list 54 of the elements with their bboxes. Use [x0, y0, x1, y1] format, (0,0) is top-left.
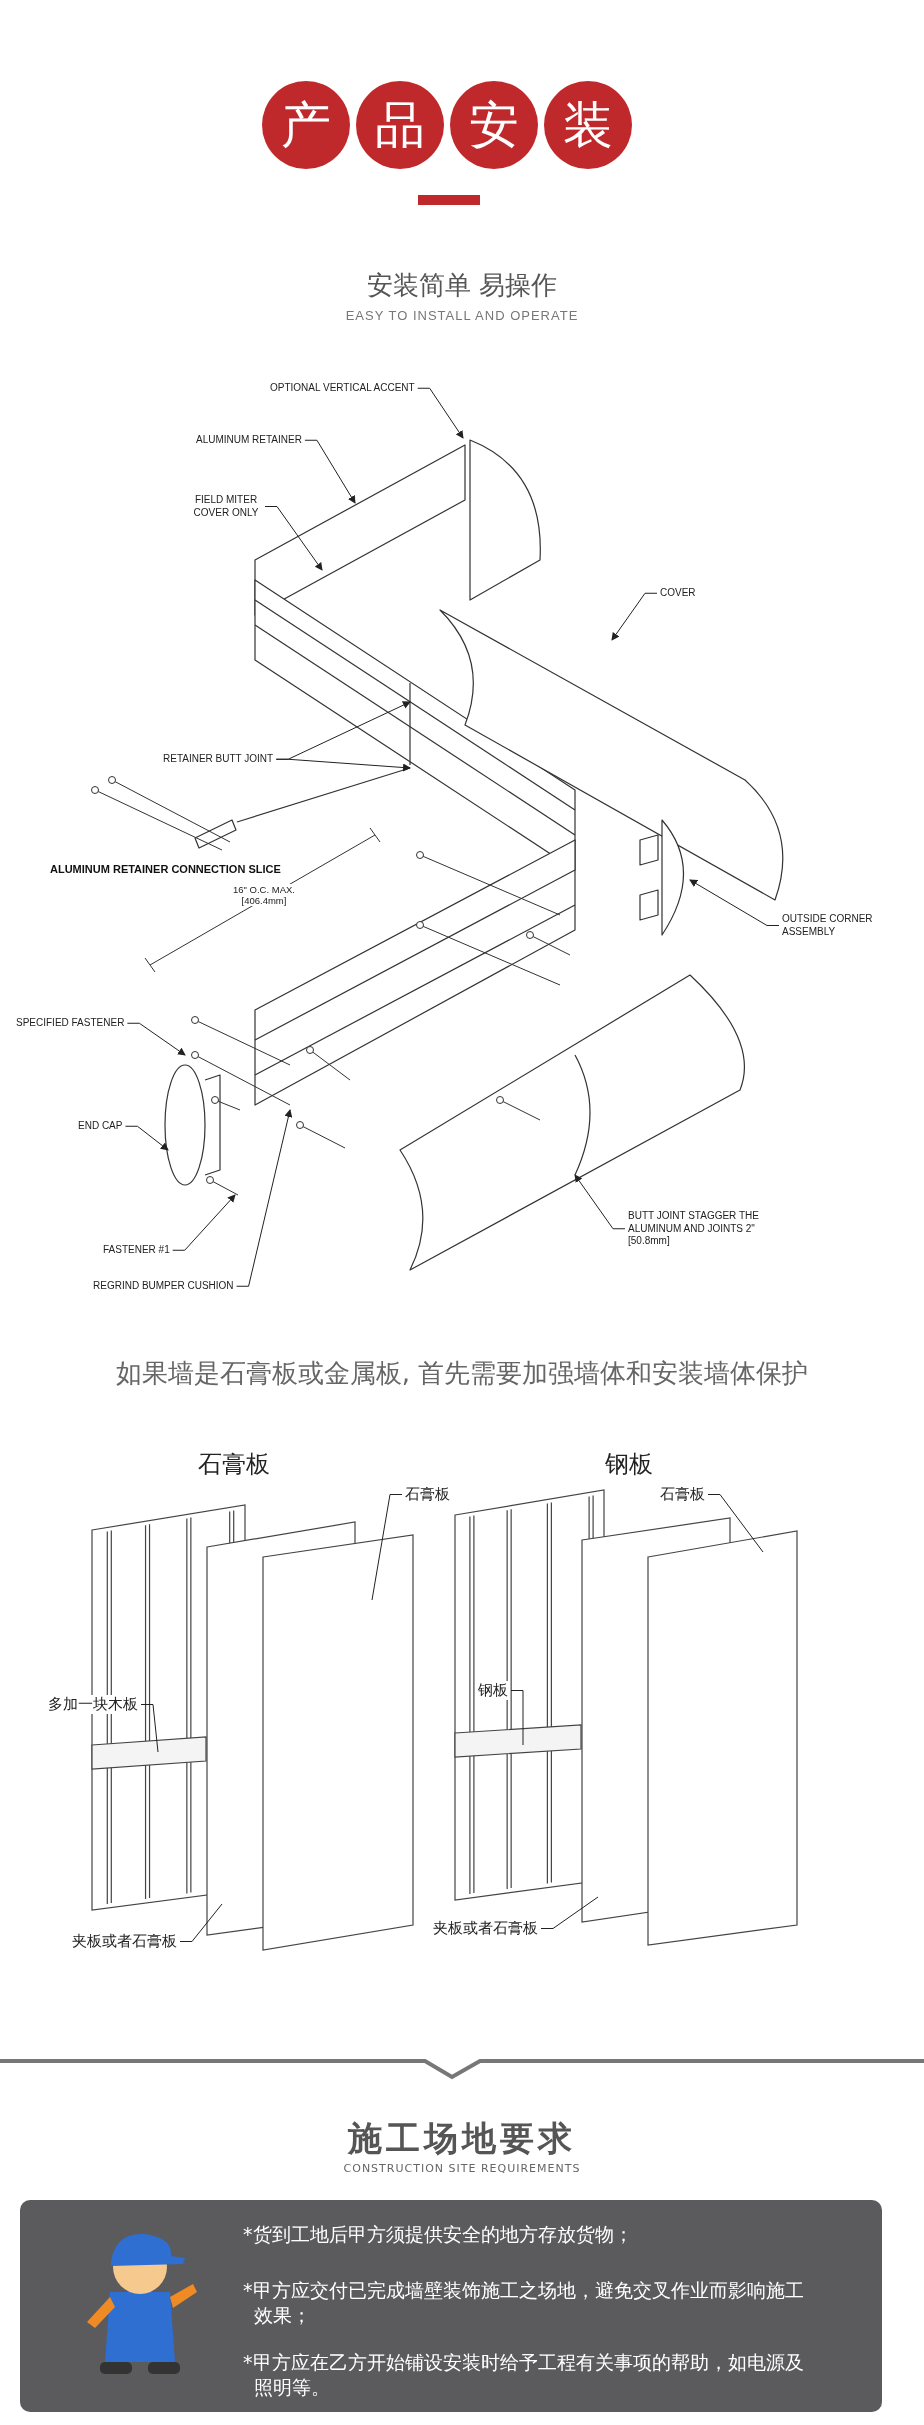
leader-line — [540, 1896, 599, 1929]
leader-line — [179, 1903, 223, 1942]
steel-plate — [454, 1724, 582, 1758]
callout-label: OUTSIDE CORNER ASSEMBLY — [782, 913, 882, 938]
section-heading: 如果墙是石膏板或金属板, 首先需要加强墙体和安装墙体保护 — [115, 1357, 809, 1390]
callout-label: FASTENER #1 — [103, 1244, 170, 1257]
leader-line — [275, 758, 411, 772]
callout-label: RETAINER BUTT JOINT — [163, 753, 274, 766]
gypsum-panel — [647, 1530, 798, 1946]
leader-line — [689, 879, 780, 926]
callout-label: SPECIFIED FASTENER — [16, 1017, 125, 1030]
leader-line — [126, 1022, 186, 1056]
callout-label: FIELD MITER COVER ONLY — [190, 494, 262, 519]
section-subtitle: CONSTRUCTION SITE REQUIREMENTS — [343, 2162, 581, 2175]
callout-label: 多加一块木板 — [48, 1695, 138, 1714]
callout-label: END CAP — [78, 1120, 123, 1133]
leader-line — [140, 1704, 159, 1753]
leader-line — [304, 439, 356, 504]
requirements-card — [20, 2200, 882, 2412]
gypsum-panel — [262, 1534, 414, 1951]
leader-line — [124, 1125, 169, 1151]
callout-label: REGRIND BUMPER CUSHION — [93, 1280, 234, 1293]
leader-line — [172, 1194, 236, 1251]
callout-label: 石膏板 — [405, 1485, 450, 1504]
callout-label: 石膏板 — [660, 1485, 705, 1504]
requirement-text: *甲方应在乙方开始铺设安装时给予工程有关事项的帮助，如电源及照明等。 — [243, 2350, 805, 2400]
wood-board — [91, 1736, 207, 1770]
callout-label: 夹板或者石膏板 — [433, 1919, 538, 1938]
callout-label: BUTT JOINT STAGGER THE ALUMINUM AND JOINTS 2" [50.8mm] — [628, 1210, 778, 1248]
callout-label: ALUMINUM RETAINER — [196, 434, 302, 447]
section-subtitle: 安装简单 易操作 — [366, 269, 558, 302]
heading-circle: 装 — [544, 81, 632, 169]
heading-circle: 产 — [262, 81, 350, 169]
part-label: ALUMINUM RETAINER CONNECTION SLICE — [50, 863, 281, 875]
column-heading: 钢板 — [605, 1449, 653, 1480]
heading-circle: 安 — [450, 81, 538, 169]
leader-line — [417, 387, 464, 439]
callout-label: 钢板 — [478, 1681, 508, 1700]
leader-line — [264, 506, 323, 571]
leader-line — [510, 1690, 524, 1746]
callout-label: OPTIONAL VERTICAL ACCENT — [270, 382, 415, 395]
callout-label: 夹板或者石膏板 — [72, 1932, 177, 1951]
leader-line — [611, 592, 658, 641]
requirement-text: *甲方应交付已完成墙壁装饰施工之场地，避免交叉作业而影响施工效果； — [243, 2278, 805, 2328]
leader-line — [707, 1494, 764, 1553]
leader-line — [574, 1174, 626, 1230]
leader-line — [371, 1494, 403, 1601]
column-heading: 石膏板 — [198, 1449, 270, 1480]
heading-circle: 品 — [356, 81, 444, 169]
requirement-text: *货到工地后甲方须提供安全的地方存放货物； — [243, 2222, 634, 2247]
leader-line — [236, 1109, 293, 1287]
section-title: 施工场地要求 — [348, 2117, 576, 2160]
section-subtitle: EASY TO INSTALL AND OPERATE — [345, 308, 579, 323]
callout-label: COVER — [660, 587, 696, 600]
